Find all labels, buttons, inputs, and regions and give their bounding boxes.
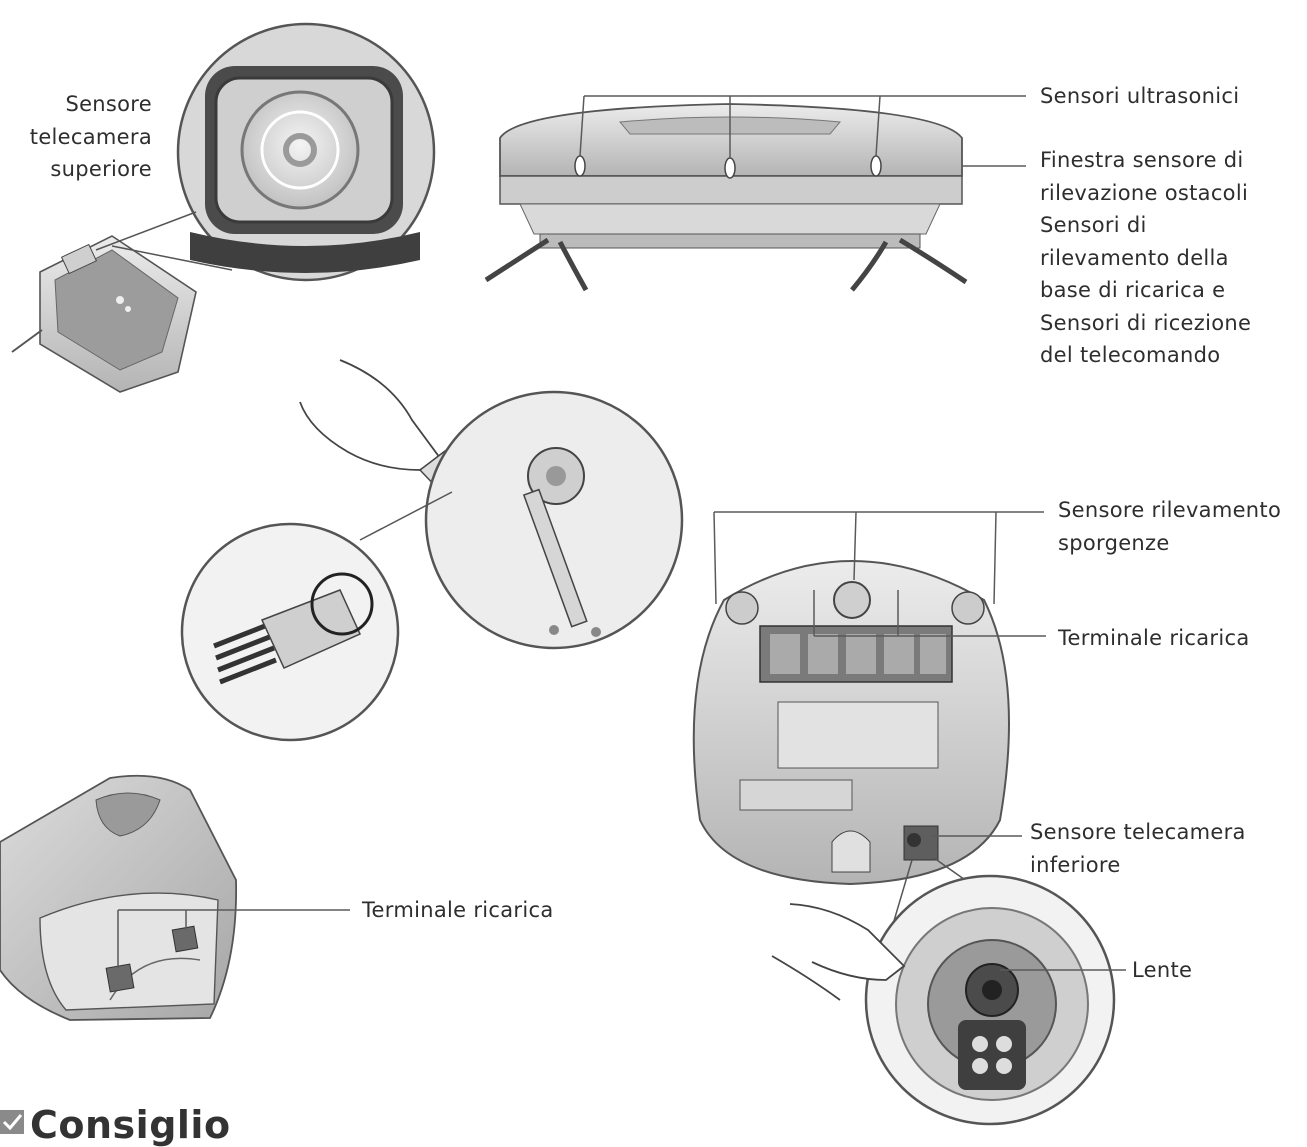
label-charging-terminal-station: Terminale ricarica: [362, 898, 554, 922]
charging-station: [0, 774, 350, 1021]
lens-zoom-circle: [771, 857, 1126, 1126]
checkmark-icon: [0, 1110, 24, 1134]
top-camera-zoom-circle: [95, 22, 436, 282]
label-lens: Lente: [1132, 958, 1193, 982]
robot-bottom-view: [692, 511, 1046, 886]
robot-top-view: [11, 235, 197, 393]
tip-heading: Consiglio: [30, 1103, 231, 1147]
brush-cleaning-illustration: [180, 359, 684, 742]
label-ultrasonic-sensors: Sensori ultrasonici: [1040, 84, 1240, 108]
robot-side-view: [484, 95, 1026, 292]
label-charging-terminal-robot: Terminale ricarica: [1058, 626, 1250, 650]
